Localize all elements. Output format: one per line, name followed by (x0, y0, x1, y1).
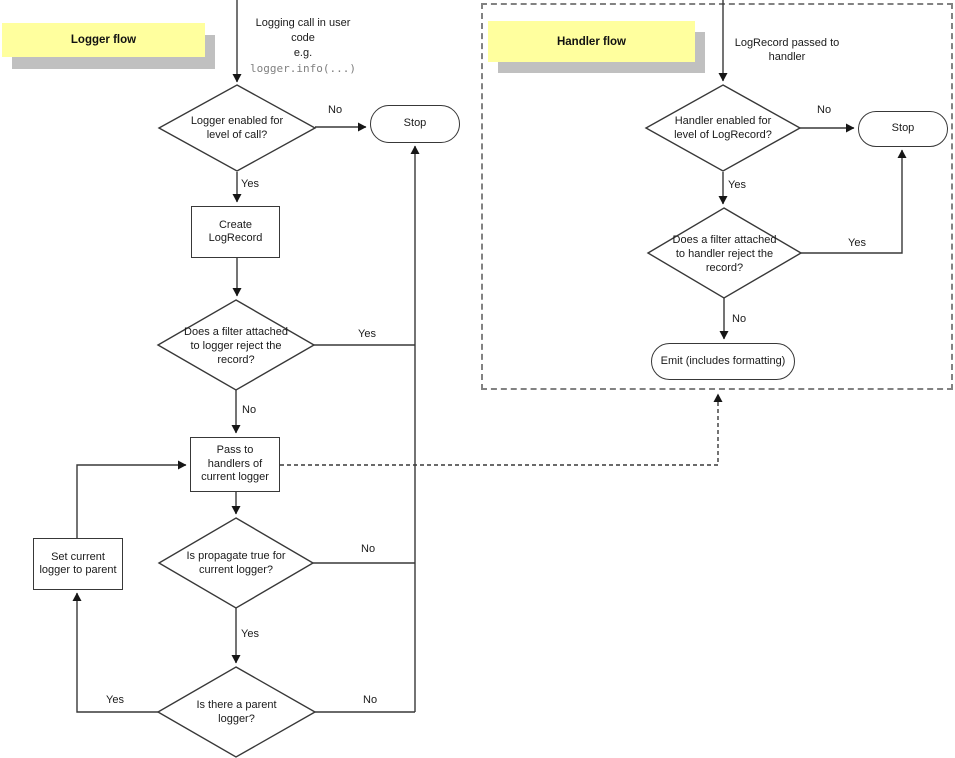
connector-parent-yes-to-set-box (72, 592, 158, 713)
connector-hfilter-yes-to-stop (801, 149, 907, 254)
set-line2: logger to parent (39, 564, 117, 576)
pass-line1: Pass to (216, 444, 254, 457)
diamond-logger-filter (156, 299, 316, 391)
handler-level-line1: Handler enabled for (674, 115, 772, 127)
label-no-parent: No (363, 694, 378, 706)
handler-flow-note: Handler flow (488, 21, 695, 62)
diamond-propagate-label: Is propagate true for current logger? (159, 549, 313, 577)
diamond-parent-logger (156, 666, 317, 758)
emit-label: Emit (includes formatting) (660, 354, 786, 367)
logger-entry-line1: Logging call in user (255, 17, 351, 29)
label-yes-logger-level: Yes (241, 178, 259, 190)
label-yes-propagate: Yes (241, 628, 259, 640)
label-no-logger-filter: No (242, 404, 257, 416)
handler-filter-line1: Does a filter attached (672, 234, 777, 246)
diamond-handler-filter-label: Does a filter attached to handler reject… (648, 233, 801, 275)
pass-to-handlers-box: Pass to handlers of current logger (190, 437, 280, 492)
logger-stop-label: Stop (403, 117, 427, 130)
create-logrecord-box: Create LogRecord (191, 206, 280, 258)
label-no-handler-filter: No (732, 313, 747, 325)
diamond-logger-level (157, 84, 317, 172)
propagate-line2: current logger? (199, 564, 273, 576)
logger-filter-line3: record? (217, 354, 255, 366)
label-no-propagate: No (361, 543, 376, 555)
connector-pass-to-handler-flow-dashed (280, 393, 723, 466)
create-line1: Create (218, 218, 253, 231)
label-yes-parent: Yes (106, 694, 124, 706)
set-current-logger-box: Set current logger to parent (33, 538, 123, 590)
handler-stop-node: Stop (858, 111, 948, 147)
handler-stop-label: Stop (891, 122, 915, 135)
logger-level-line1: Logger enabled for (190, 115, 284, 127)
set-line1: Set current (51, 550, 105, 563)
pass-line3: current logger (201, 471, 269, 484)
handler-entry-line2: handler (768, 51, 806, 63)
diamond-handler-level (644, 84, 802, 172)
logger-entry-line2: code (291, 32, 315, 44)
create-line2: LogRecord (208, 232, 263, 244)
label-no-logger-level: No (328, 104, 343, 116)
handler-entry-line1: LogRecord passed to (734, 37, 840, 49)
emit-node: Emit (includes formatting) (651, 343, 795, 380)
logger-filter-line2: to logger reject the (190, 340, 282, 352)
logger-entry-line3: e.g. (293, 47, 313, 59)
diamond-propagate (157, 517, 315, 609)
logger-flow-note: Logger flow (2, 23, 205, 57)
diamond-handler-level-label: Handler enabled for level of LogRecord? (646, 114, 800, 142)
label-yes-handler-filter: Yes (848, 237, 866, 249)
diamond-logger-filter-label: Does a filter attached to logger reject … (158, 325, 314, 367)
propagate-line1: Is propagate true for (186, 550, 286, 562)
logger-entry-label: Logging call in user code e.g. logger.in… (236, 16, 370, 76)
handler-filter-line2: to handler reject the (675, 248, 774, 260)
connector-set-box-to-pass-box (76, 460, 187, 538)
handler-filter-line3: record? (705, 262, 744, 274)
logger-stop-node: Stop (370, 105, 460, 143)
label-no-handler-level: No (817, 104, 832, 116)
diamond-logger-level-label: Logger enabled for level of call? (160, 114, 314, 142)
logger-flow-title: Logger flow (70, 34, 137, 46)
logger-filter-line1: Does a filter attached (184, 326, 288, 338)
parent-line2: logger? (218, 713, 255, 725)
handler-level-line2: level of LogRecord? (674, 129, 772, 141)
logger-entry-code: logger.info(...) (250, 62, 356, 75)
handler-entry-label: LogRecord passed to handler (717, 36, 857, 64)
handler-flow-container (481, 3, 953, 390)
diamond-handler-filter (646, 207, 803, 299)
logger-level-line2: level of call? (206, 129, 268, 141)
diamond-parent-logger-label: Is there a parent logger? (158, 698, 315, 726)
handler-flow-title: Handler flow (556, 35, 626, 48)
label-yes-handler-level: Yes (728, 179, 746, 191)
pass-line2: handlers of (207, 457, 263, 470)
label-yes-logger-filter: Yes (358, 328, 376, 340)
parent-line1: Is there a parent (196, 699, 277, 711)
